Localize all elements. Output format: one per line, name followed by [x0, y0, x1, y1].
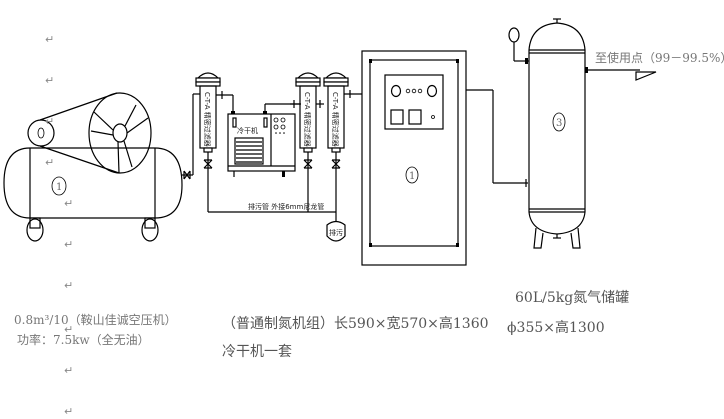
- drain-valve-label: 排污: [329, 228, 343, 237]
- paragraph-mark: ↵: [64, 279, 74, 292]
- filter-3: C-T-A 精密过滤器: [323, 72, 362, 222]
- filter-1: C-T-A 精密过滤器: [195, 72, 233, 212]
- air-compressor: 1: [3, 92, 200, 242]
- tank-size-label: ϕ355×高1300: [507, 320, 605, 336]
- nitrogen-generator: 1: [361, 50, 528, 266]
- filter-3-text: C-T-A 精密过滤器: [331, 92, 340, 147]
- nitrogen-generator-marker: 1: [409, 171, 415, 182]
- compressor-spec-label: 0.8m³/10（鞍山佳诚空压机）: [14, 313, 177, 327]
- paragraph-mark: ↵: [64, 238, 74, 251]
- paragraph-mark: ↵: [45, 74, 55, 87]
- drain-line: 排污管 外接6mm尼龙管 排污: [208, 202, 346, 242]
- tank-spec-label: 60L/5kg氮气储罐: [515, 290, 630, 306]
- outlet-label: 至使用点（99－99.5%）: [595, 51, 724, 65]
- filter-2: C-T-A 精密过滤器: [290, 72, 324, 212]
- compressor-marker: 1: [56, 182, 62, 193]
- nitrogen-unit-label: （普通制氮机组）长590×宽570×高1360: [222, 316, 489, 332]
- refrigerated-dryer: 冷干机: [227, 95, 300, 177]
- paragraph-mark: ↵: [64, 364, 74, 377]
- filter-1-text: C-T-A 精密过滤器: [203, 92, 212, 147]
- paragraph-mark: ↵: [45, 156, 55, 169]
- paragraph-mark: ↵: [64, 405, 74, 418]
- tank-marker: 3: [556, 118, 562, 129]
- nitrogen-tank: 3: [508, 18, 657, 249]
- paragraph-mark: ↵: [45, 115, 55, 128]
- drain-pipe-label: 排污管 外接6mm尼龙管: [248, 202, 324, 211]
- paragraph-mark: ↵: [64, 197, 74, 210]
- paragraph-mark: ↵: [64, 323, 74, 336]
- compressor-power-label: 功率：7.5kw（全无油）: [17, 333, 150, 347]
- dryer-count-label: 冷干机一套: [222, 344, 292, 360]
- filter-2-text: C-T-A 精密过滤器: [303, 92, 312, 147]
- paragraph-mark: ↵: [45, 33, 55, 46]
- dryer-label: 冷干机: [237, 126, 258, 135]
